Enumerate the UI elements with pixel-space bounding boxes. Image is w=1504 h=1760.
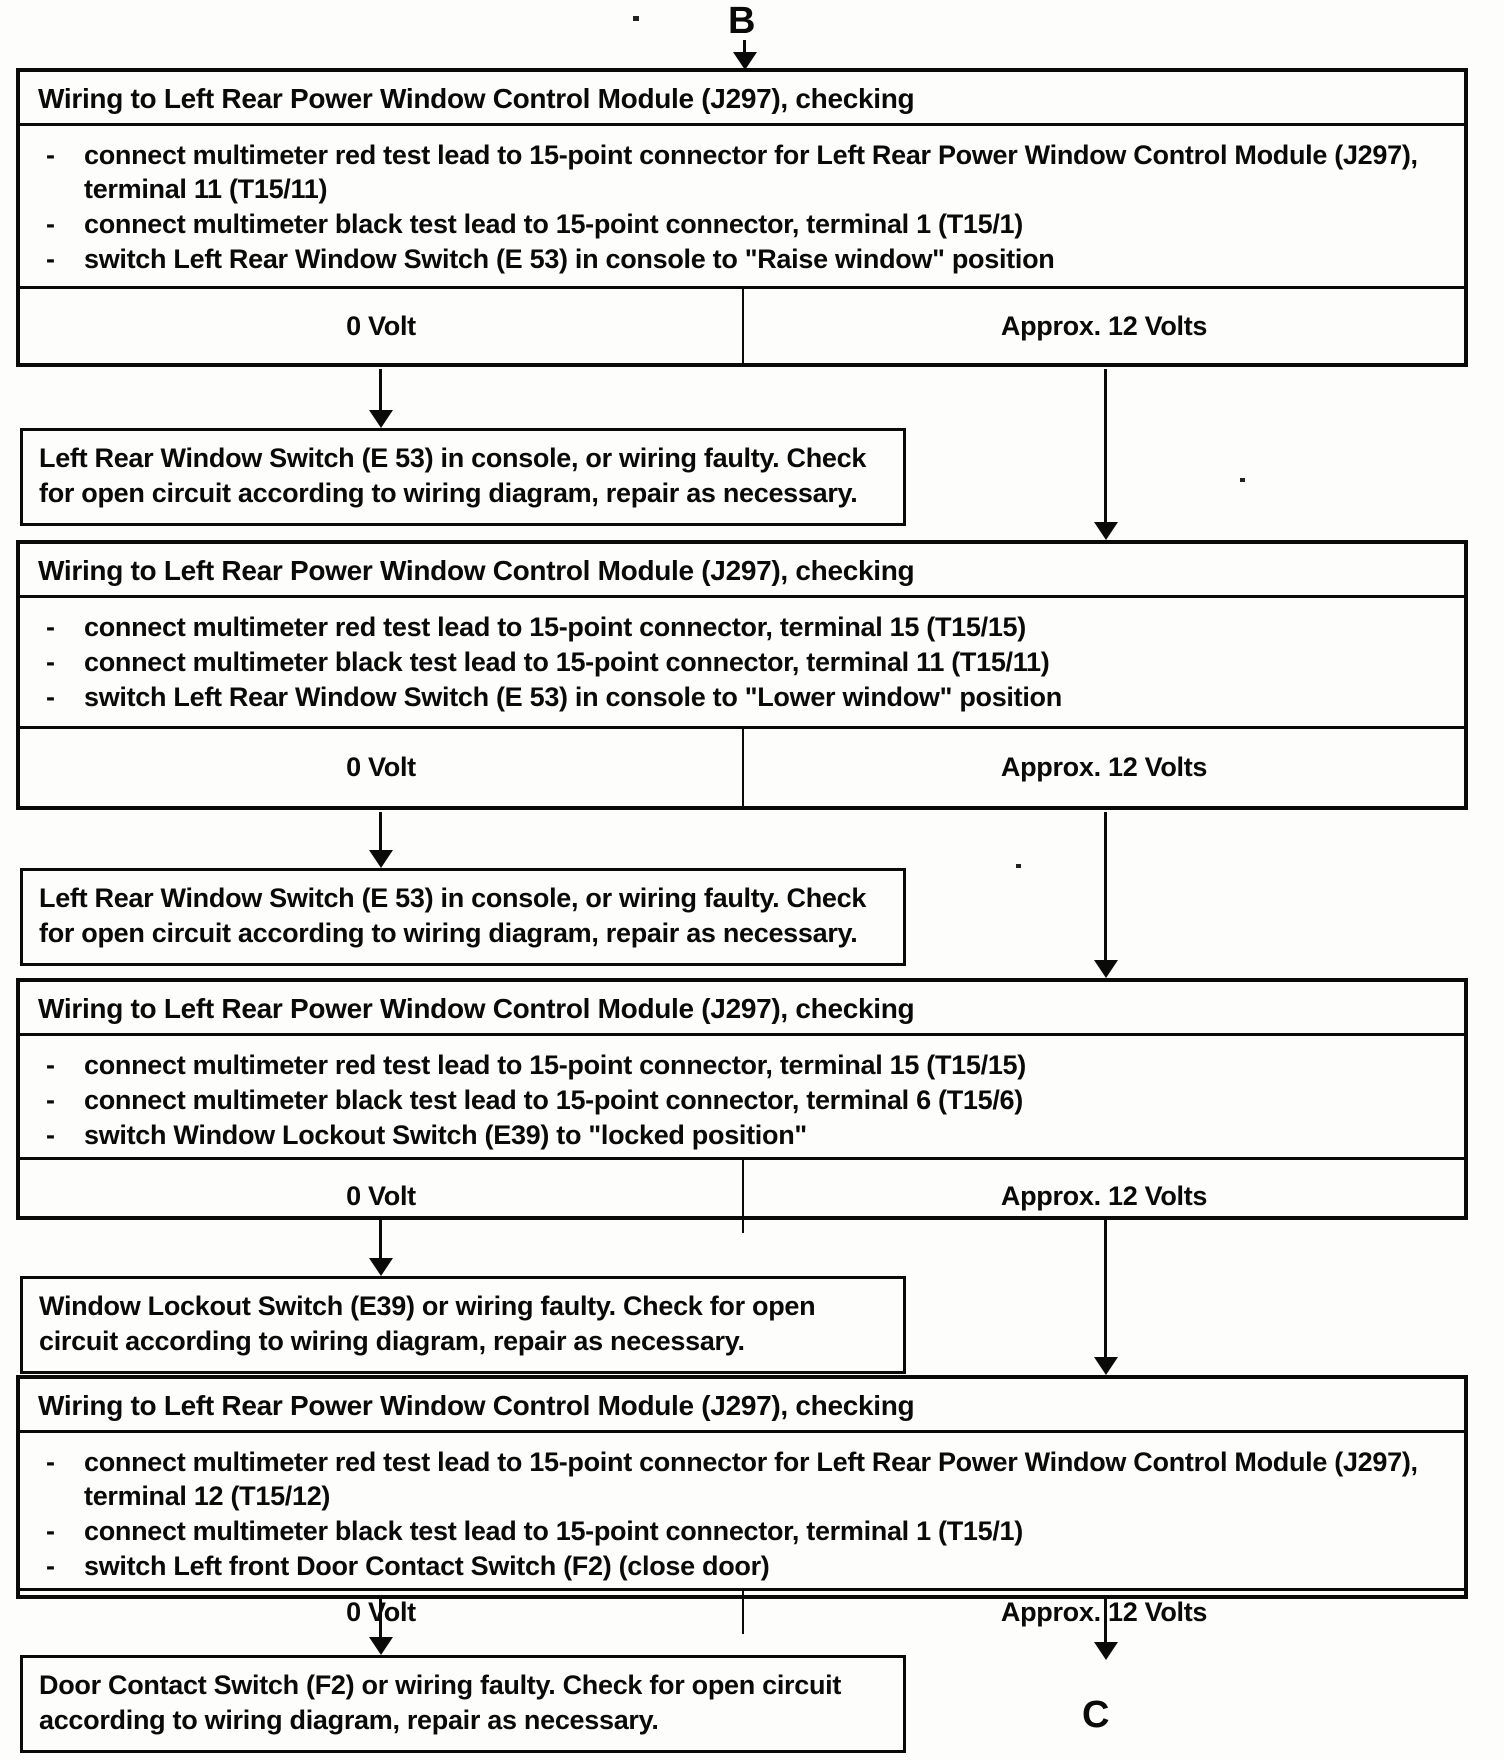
step-instructions: -connect multimeter red test lead to 15-… (20, 598, 1464, 726)
bullet-dash: - (46, 1050, 55, 1080)
instruction-item: -connect multimeter black test lead to 1… (46, 1083, 1450, 1117)
bullet-dash: - (46, 682, 55, 712)
exit-arrow-icon (1104, 1599, 1107, 1643)
instruction-text: connect multimeter black test lead to 15… (84, 1516, 1023, 1546)
instruction-text: connect multimeter black test lead to 15… (84, 209, 1023, 239)
instruction-item: -switch Window Lockout Switch (E39) to "… (46, 1118, 1450, 1152)
scan-speck (1016, 864, 1021, 868)
instruction-text: switch Window Lockout Switch (E39) to "l… (84, 1120, 807, 1150)
fault-box: Door Contact Switch (F2) or wiring fault… (20, 1655, 906, 1753)
fault-box: Window Lockout Switch (E39) or wiring fa… (20, 1276, 906, 1374)
instruction-item: -switch Left front Door Contact Switch (… (46, 1549, 1450, 1583)
pass-branch-arrow-icon (1104, 812, 1107, 961)
result-row: 0 Volt Approx. 12 Volts (20, 1588, 1464, 1634)
result-row: 0 Volt Approx. 12 Volts (20, 726, 1464, 806)
bullet-dash: - (46, 209, 55, 239)
instruction-item: -connect multimeter black test lead to 1… (46, 645, 1450, 679)
pass-branch-arrow-icon (1104, 369, 1107, 523)
fault-branch-arrow-icon (379, 812, 382, 851)
step-instructions: -connect multimeter red test lead to 15-… (20, 1036, 1464, 1157)
instruction-text: connect multimeter red test lead to 15-p… (84, 140, 1418, 204)
pass-branch-arrow-icon (1104, 1220, 1107, 1358)
instruction-text: connect multimeter red test lead to 15-p… (84, 1447, 1418, 1511)
result-row: 0 Volt Approx. 12 Volts (20, 286, 1464, 363)
fault-branch-arrow-icon (379, 369, 382, 411)
instruction-text: switch Left Rear Window Switch (E 53) in… (84, 682, 1062, 712)
test-step-box: Wiring to Left Rear Power Window Control… (16, 68, 1468, 367)
step-title: Wiring to Left Rear Power Window Control… (20, 1379, 1464, 1433)
test-step-box: Wiring to Left Rear Power Window Control… (16, 540, 1468, 810)
result-cell-12-volts: Approx. 12 Volts (742, 289, 1464, 363)
step-title: Wiring to Left Rear Power Window Control… (20, 72, 1464, 126)
bullet-dash: - (46, 1516, 55, 1546)
instruction-text: switch Left Rear Window Switch (E 53) in… (84, 244, 1055, 274)
instruction-item: -connect multimeter red test lead to 15-… (46, 1048, 1450, 1082)
bullet-dash: - (46, 1085, 55, 1115)
connector-label-c: C (1082, 1694, 1111, 1736)
step-instructions: -connect multimeter red test lead to 15-… (20, 1433, 1464, 1588)
fault-branch-arrow-icon (379, 1220, 382, 1259)
instruction-item: -connect multimeter black test lead to 1… (46, 1514, 1450, 1548)
test-step-box: Wiring to Left Rear Power Window Control… (16, 978, 1468, 1233)
test-step-box: Wiring to Left Rear Power Window Control… (16, 1375, 1468, 1634)
result-cell-0-volt: 0 Volt (346, 752, 416, 782)
step-title: Wiring to Left Rear Power Window Control… (20, 544, 1464, 598)
instruction-item: -switch Left Rear Window Switch (E 53) i… (46, 242, 1450, 276)
bullet-dash: - (46, 1447, 55, 1477)
fault-branch-arrow-icon (379, 1599, 382, 1638)
instruction-text: connect multimeter black test lead to 15… (84, 647, 1050, 677)
entry-arrow-icon (743, 40, 746, 53)
instruction-text: connect multimeter red test lead to 15-p… (84, 612, 1026, 642)
result-cell-12-volts: Approx. 12 Volts (742, 1591, 1464, 1634)
instruction-item: -connect multimeter black test lead to 1… (46, 207, 1450, 241)
scan-speck (633, 16, 639, 21)
bullet-dash: - (46, 647, 55, 677)
bullet-dash: - (46, 1120, 55, 1150)
step-title: Wiring to Left Rear Power Window Control… (20, 982, 1464, 1036)
instruction-item: -connect multimeter red test lead to 15-… (46, 1445, 1450, 1513)
result-row: 0 Volt Approx. 12 Volts (20, 1157, 1464, 1233)
scan-speck (1240, 478, 1245, 482)
connector-label-b: B (728, 0, 757, 42)
bullet-dash: - (46, 1551, 55, 1581)
bullet-dash: - (46, 244, 55, 274)
bullet-dash: - (46, 612, 55, 642)
result-cell-12-volts: Approx. 12 Volts (742, 729, 1464, 806)
result-cell-0-volt: 0 Volt (346, 1181, 416, 1211)
step-instructions: -connect multimeter red test lead to 15-… (20, 126, 1464, 286)
result-cell-0-volt: 0 Volt (346, 310, 416, 341)
fault-box: Left Rear Window Switch (E 53) in consol… (20, 868, 906, 966)
instruction-item: -connect multimeter red test lead to 15-… (46, 610, 1450, 644)
instruction-item: -switch Left Rear Window Switch (E 53) i… (46, 680, 1450, 714)
instruction-text: connect multimeter red test lead to 15-p… (84, 1050, 1026, 1080)
bullet-dash: - (46, 140, 55, 170)
fault-box: Left Rear Window Switch (E 53) in consol… (20, 428, 906, 526)
instruction-text: connect multimeter black test lead to 15… (84, 1085, 1023, 1115)
instruction-text: switch Left front Door Contact Switch (F… (84, 1551, 770, 1581)
instruction-item: -connect multimeter red test lead to 15-… (46, 138, 1450, 206)
result-cell-12-volts: Approx. 12 Volts (742, 1160, 1464, 1233)
